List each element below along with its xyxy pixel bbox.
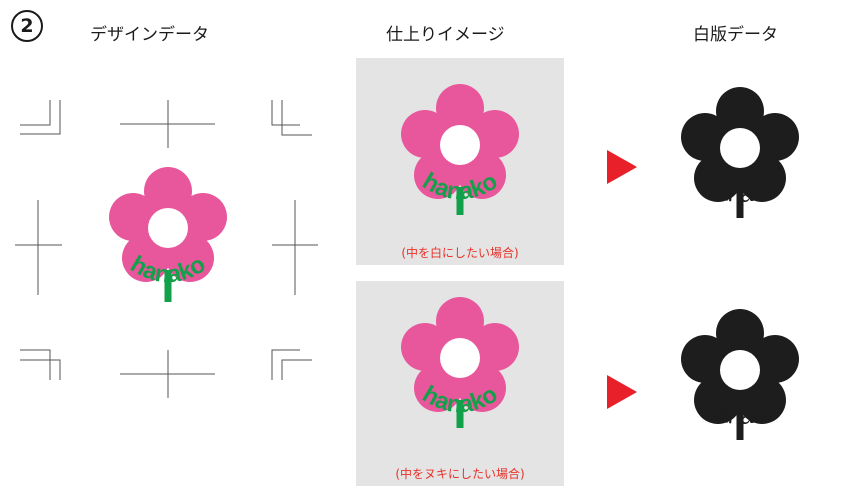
finish-flower-white-center: hanako: [401, 84, 519, 215]
heading-finish-image: 仕上りイメージ: [386, 25, 505, 45]
design-flower-logo: hanako: [109, 167, 227, 302]
heading-design-data: デザインデータ: [90, 25, 209, 45]
white-plate-logo-1: hanako: [681, 87, 799, 218]
caption-white-center: (中を白にしたい場合): [401, 246, 519, 260]
arrow-right-icon: [607, 150, 637, 184]
caption-knockout-center: (中をヌキにしたい場合): [395, 467, 525, 481]
white-plate-logo-2: hanako: [681, 309, 799, 440]
heading-white-plate-data: 白版データ: [693, 25, 778, 45]
step-number-badge: 2: [11, 10, 43, 42]
finish-flower-knockout-center: hanako: [401, 297, 519, 428]
arrow-right-icon: [607, 375, 637, 409]
